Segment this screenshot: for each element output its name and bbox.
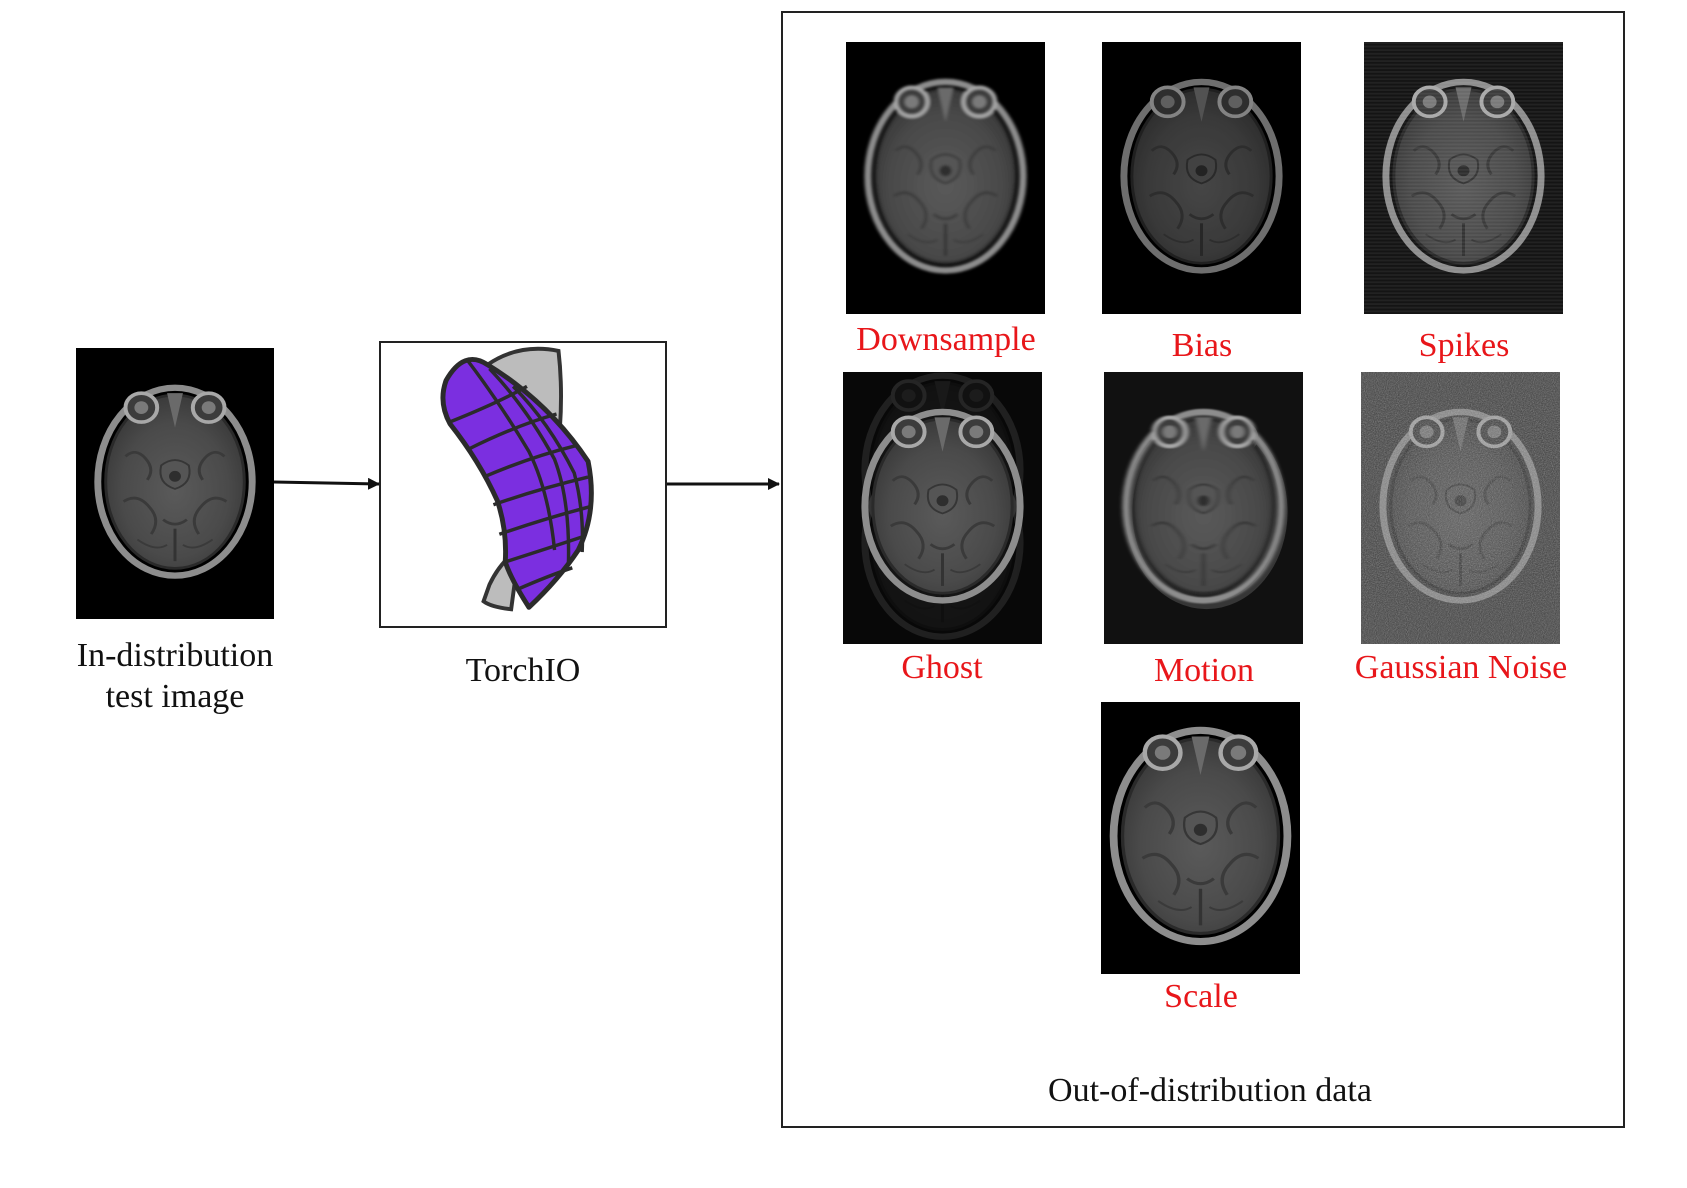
ood-label-spikes: Spikes: [1418, 327, 1510, 364]
input-label-line2: test image: [105, 678, 245, 715]
ood-image-gaussian-noise: [1361, 372, 1560, 644]
ood-image-motion: [1104, 372, 1303, 644]
ood-image-scale: [1101, 702, 1300, 974]
ood-image-ghost: [843, 372, 1042, 644]
ood-label-ghost: Ghost: [901, 649, 983, 686]
ood-caption: Out-of-distribution data: [1048, 1072, 1372, 1109]
ood-label-bias: Bias: [1171, 327, 1233, 364]
ood-label-scale: Scale: [1164, 978, 1238, 1015]
input-label-line1: In-distribution: [76, 637, 274, 674]
ood-label-downsample: Downsample: [856, 321, 1036, 358]
torchio-label: TorchIO: [465, 652, 581, 689]
arrow-input-to-torchio: [273, 477, 380, 490]
ood-image-downsample: [846, 42, 1045, 314]
ood-label-gaussian-noise: Gaussian Noise: [1354, 649, 1568, 686]
torchio-logo-box: [379, 341, 667, 628]
ood-image-bias: [1102, 42, 1301, 314]
ood-image-spikes: [1364, 42, 1563, 314]
input-mri-image: [76, 348, 274, 619]
ood-panel: [781, 11, 1625, 1128]
ood-label-motion: Motion: [1153, 652, 1255, 689]
torchio-logo-icon: [440, 346, 594, 612]
